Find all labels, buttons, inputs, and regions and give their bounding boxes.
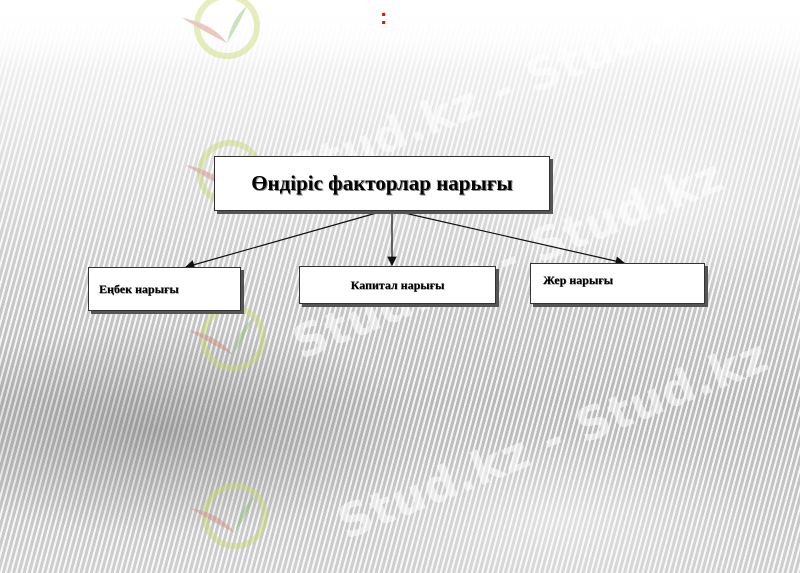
watermark-logo-icon <box>190 483 268 549</box>
arrow-to-labor <box>184 211 381 270</box>
root-node-label: Өндіріс факторлар нарығы <box>251 171 513 195</box>
child-node-label: Капитал нарығы <box>350 277 445 292</box>
child-node-land-market: Жер нарығы <box>530 263 705 304</box>
root-node-factor-market: Өндіріс факторлар нарығы <box>214 156 550 211</box>
child-node-label: Еңбек нарығы <box>99 281 179 296</box>
child-node-labor-market: Еңбек нарығы <box>88 267 241 311</box>
child-node-label: Жер нарығы <box>543 273 614 287</box>
child-node-capital-market: Капитал нарығы <box>299 266 496 304</box>
top-glow <box>0 0 800 70</box>
watermark-logo-icon <box>182 0 260 59</box>
colon-mark: : <box>380 4 388 29</box>
arrow-to-land <box>399 211 626 266</box>
